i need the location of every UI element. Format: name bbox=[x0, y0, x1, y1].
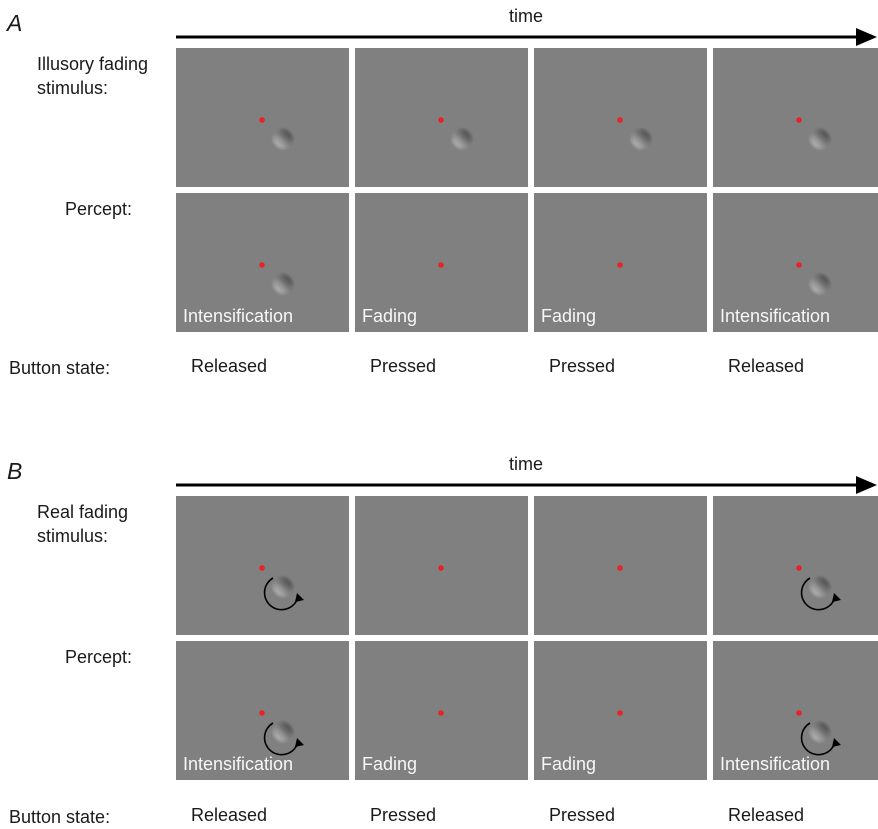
fixation-dot-icon bbox=[438, 710, 444, 716]
stimulus-label-line-1: Real fading bbox=[37, 502, 129, 522]
button-state-value: Released bbox=[728, 805, 805, 825]
percept-frame-2: Fading bbox=[355, 641, 528, 780]
stimulus-frame-3 bbox=[534, 48, 707, 187]
panel-letter: B bbox=[7, 458, 23, 484]
time-axis-label: time bbox=[508, 454, 543, 474]
stimulus-frame-2 bbox=[355, 48, 528, 187]
percept-text: Fading bbox=[541, 306, 597, 326]
fixation-dot-icon bbox=[259, 262, 265, 268]
time-arrow-icon bbox=[176, 476, 877, 494]
button-state-value: Pressed bbox=[549, 805, 616, 825]
gabor-patch-icon bbox=[271, 720, 295, 744]
percept-text: Intensification bbox=[720, 754, 831, 774]
panel-letter: A bbox=[7, 10, 23, 36]
stimulus-row-label: Real fading stimulus: bbox=[37, 500, 128, 548]
fixation-dot-icon bbox=[796, 710, 802, 716]
percept-frame-1: Intensification bbox=[176, 193, 349, 332]
stimulus-label-line-2: stimulus: bbox=[37, 526, 109, 546]
percept-frame-4: Intensification bbox=[713, 641, 878, 780]
button-state-value: Released bbox=[728, 356, 805, 376]
percept-frame-3: Fading bbox=[534, 641, 707, 780]
rotation-arrow-icon bbox=[800, 577, 836, 611]
stimulus-frame-1 bbox=[176, 48, 349, 187]
fixation-dot-icon bbox=[438, 565, 444, 571]
rotation-arrow-icon bbox=[800, 722, 836, 756]
button-state-value: Pressed bbox=[370, 805, 437, 825]
button-state-value: Released bbox=[191, 356, 268, 376]
gabor-patch-icon bbox=[450, 127, 474, 151]
percept-frame-3: Fading bbox=[534, 193, 707, 332]
stimulus-label-line-2: stimulus: bbox=[37, 78, 109, 98]
percept-frame-1: Intensification bbox=[176, 641, 349, 780]
stimulus-frame-1 bbox=[176, 496, 349, 635]
button-state-value: Pressed bbox=[549, 356, 616, 376]
fixation-dot-icon bbox=[259, 565, 265, 571]
stimulus-frame-2 bbox=[355, 496, 528, 635]
percept-text: Fading bbox=[541, 754, 597, 774]
rotation-arrow-icon bbox=[263, 722, 299, 756]
fixation-dot-icon bbox=[796, 117, 802, 123]
fixation-dot-icon bbox=[617, 710, 623, 716]
stimulus-row-label: Illusory fading stimulus: bbox=[37, 52, 148, 100]
percept-text: Intensification bbox=[183, 306, 294, 326]
fixation-dot-icon bbox=[617, 262, 623, 268]
percept-text: Intensification bbox=[720, 306, 831, 326]
percept-text: Fading bbox=[362, 306, 418, 326]
percept-row-label: Percept: bbox=[65, 647, 133, 667]
gabor-patch-icon bbox=[808, 127, 832, 151]
fixation-dot-icon bbox=[796, 262, 802, 268]
fixation-dot-icon bbox=[617, 117, 623, 123]
fixation-dot-icon bbox=[438, 262, 444, 268]
fixation-dot-icon bbox=[259, 117, 265, 123]
percept-text: Intensification bbox=[183, 754, 294, 774]
gabor-patch-icon bbox=[808, 720, 832, 744]
time-arrow-icon bbox=[176, 28, 877, 46]
gabor-patch-icon bbox=[271, 575, 295, 599]
rotation-arrow-icon bbox=[263, 577, 299, 611]
percept-frame-4: Intensification bbox=[713, 193, 878, 332]
percept-row-label: Percept: bbox=[65, 199, 133, 219]
gabor-patch-icon bbox=[808, 272, 832, 296]
fixation-dot-icon bbox=[438, 117, 444, 123]
percept-frame-2: Fading bbox=[355, 193, 528, 332]
time-axis-label: time bbox=[508, 6, 543, 26]
fixation-dot-icon bbox=[259, 710, 265, 716]
button-state-row-label: Button state: bbox=[9, 807, 111, 827]
gabor-patch-icon bbox=[271, 127, 295, 151]
fixation-dot-icon bbox=[796, 565, 802, 571]
button-state-value: Released bbox=[191, 805, 268, 825]
gabor-patch-icon bbox=[629, 127, 653, 151]
stimulus-frame-3 bbox=[534, 496, 707, 635]
gabor-patch-icon bbox=[808, 575, 832, 599]
button-state-row-label: Button state: bbox=[9, 358, 111, 378]
button-state-value: Pressed bbox=[370, 356, 437, 376]
stimulus-label-line-1: Illusory fading bbox=[37, 54, 149, 74]
fixation-dot-icon bbox=[617, 565, 623, 571]
gabor-patch-icon bbox=[271, 272, 295, 296]
percept-text: Fading bbox=[362, 754, 418, 774]
stimulus-frame-4 bbox=[713, 48, 878, 187]
stimulus-frame-4 bbox=[713, 496, 878, 635]
